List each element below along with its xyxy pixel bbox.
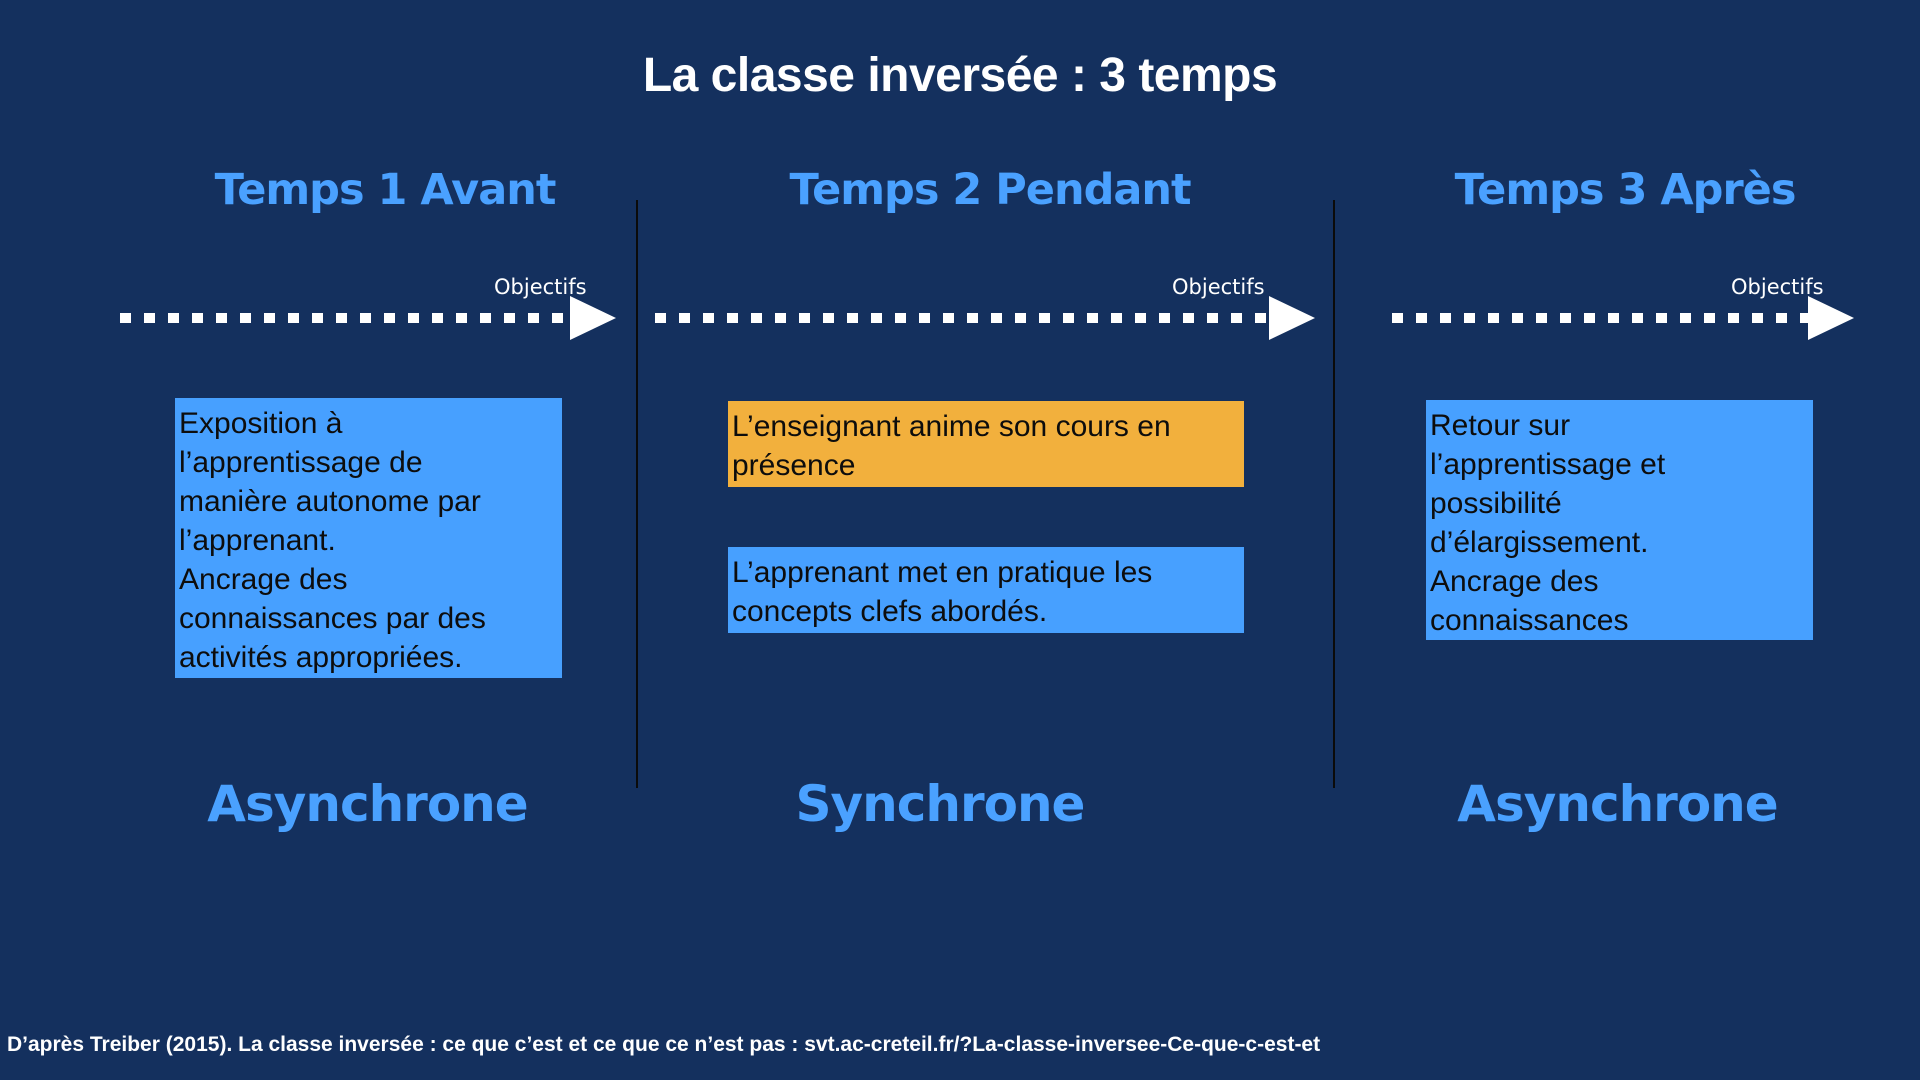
objectives-arrow-1 [120,296,618,340]
slide-title: La classe inversée : 3 temps [642,49,1278,102]
objectifs-label-2: Objectifs [1172,275,1265,299]
box-apres: Retour sur l’apprentissage et possibilit… [1426,400,1813,640]
dotted-line [120,313,570,323]
arrow-head-icon [570,296,616,340]
box-pendant-enseignant: L’enseignant anime son cours en présence [728,401,1244,487]
box-avant: Exposition à l’apprentissage de manière … [175,398,562,678]
heading-temps-2: Temps 2 Pendant [789,165,1191,215]
objectives-arrow-2 [655,296,1317,340]
arrow-head-icon [1269,296,1315,340]
arrow-head-icon [1808,296,1854,340]
objectifs-label-1: Objectifs [494,275,587,299]
box-pendant-apprenant: L’apprenant met en pratique les concepts… [728,547,1244,633]
mode-label-1: Asynchrone [207,775,528,833]
heading-temps-1: Temps 1 Avant [214,165,557,215]
heading-temps-3: Temps 3 Après [1454,165,1797,215]
dotted-line [655,313,1267,323]
mode-label-3: Asynchrone [1457,775,1778,833]
dotted-line [1392,313,1808,323]
column-divider-2 [1333,200,1335,788]
objectives-arrow-3 [1392,296,1856,340]
column-divider-1 [636,200,638,788]
objectifs-label-3: Objectifs [1731,275,1824,299]
mode-label-2: Synchrone [795,775,1086,833]
footer-citation: D’après Treiber (2015). La classe invers… [7,1033,1321,1056]
